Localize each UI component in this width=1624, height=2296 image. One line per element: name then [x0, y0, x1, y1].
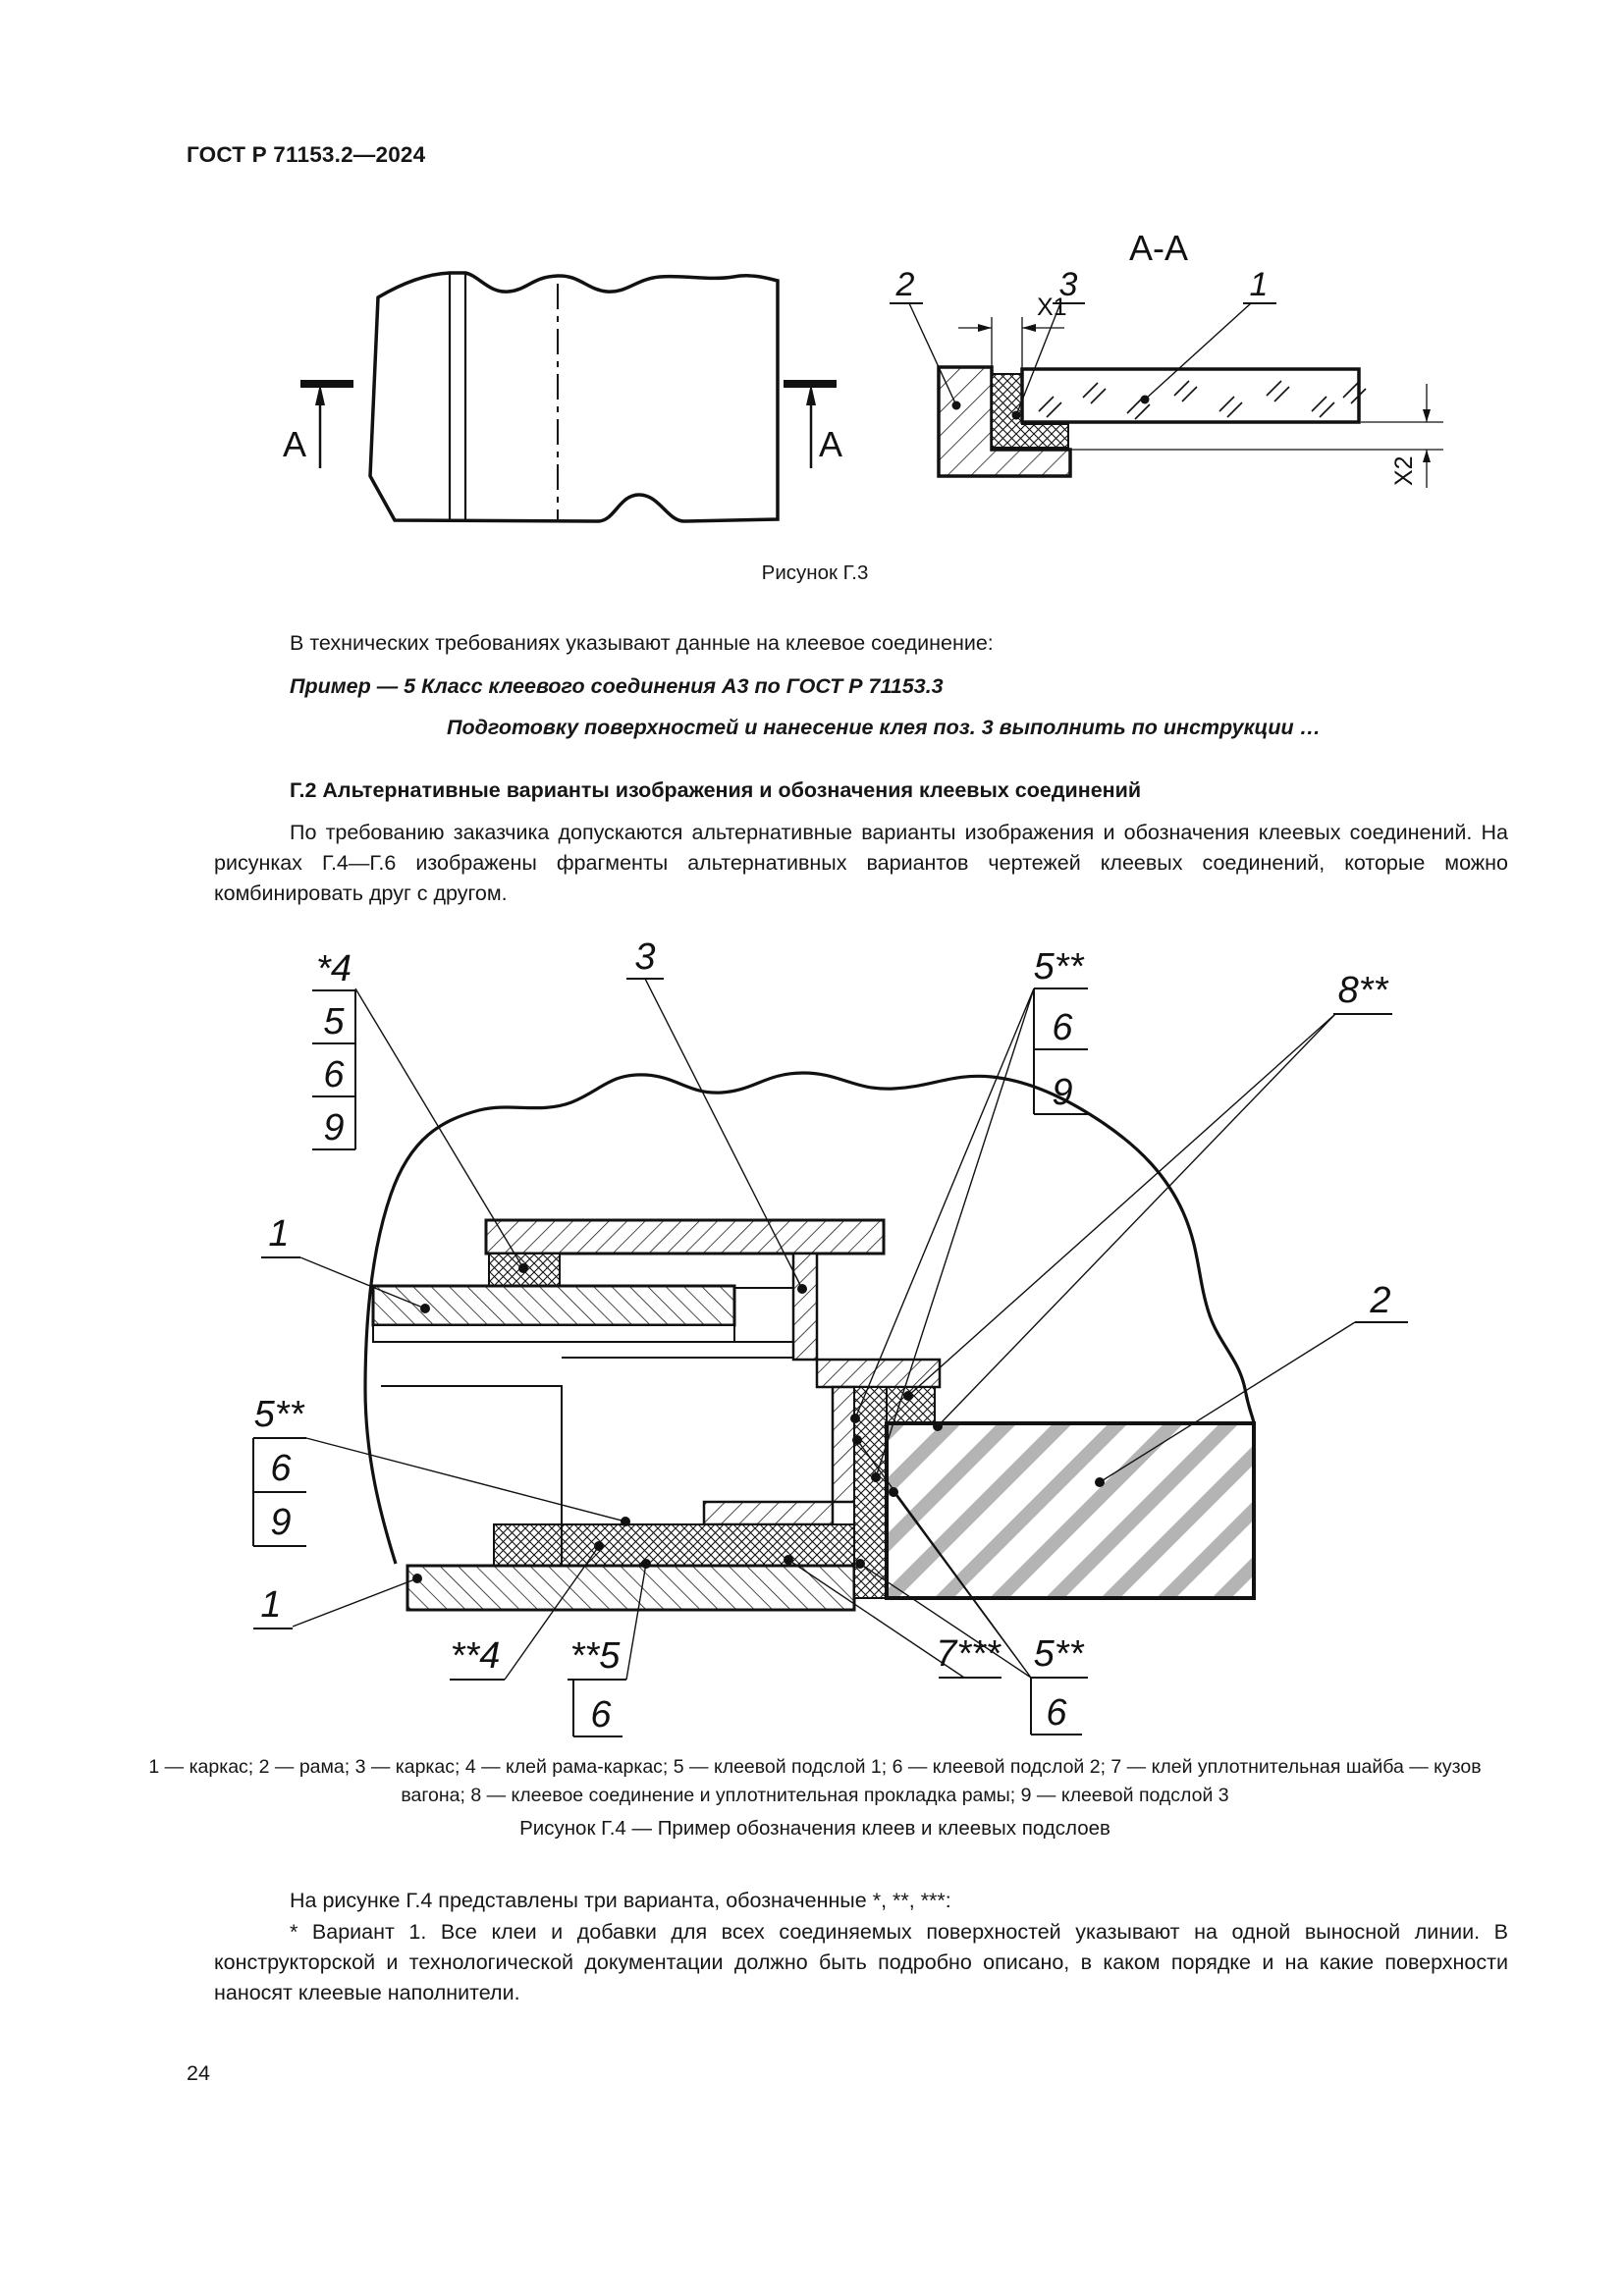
paragraph-1: По требованию заказчика допускаются альт…: [214, 821, 1508, 905]
g3-label-x1: X1: [1037, 294, 1067, 321]
page-header: ГОСТ Р 71153.2—2024: [187, 142, 426, 167]
g4-adhesive-7: [493, 1523, 855, 1567]
figure-g4-legend: 1 — каркас; 2 — рама; 3 — каркас; 4 — кл…: [148, 1756, 1482, 1806]
g4-label-6-top: 6: [1052, 1007, 1073, 1048]
g3-label-a-right: А: [819, 424, 842, 464]
g3-label-a-left: А: [283, 424, 306, 464]
g4-label-2: 2: [1369, 1280, 1390, 1321]
g4-label-9-mid: 9: [270, 1502, 291, 1543]
g3-glass-hatch-marks: [1038, 380, 1367, 420]
text-example-1: Пример — 5 Класс клеевого соединения А3 …: [290, 674, 944, 698]
paragraph-2: * Вариант 1. Все клеи и добавки для всех…: [214, 1920, 1508, 2004]
text-note: На рисунке Г.4 представлены три варианта…: [290, 1889, 951, 1912]
text-intro: В технических требованиях указывают данн…: [290, 631, 994, 655]
figure-g4-drawing: *4 5 6 9 3 5** 6 9 8** 1 5** 6 9 1 **4 *…: [252, 936, 1408, 1737]
g4-label-8ss: 8**: [1338, 970, 1389, 1011]
g4-label-7: 7***: [936, 1633, 1001, 1675]
g4-part1-bottom-bar: [406, 1564, 856, 1612]
g4-label-9: 9: [323, 1107, 344, 1148]
g3-label-3: 3: [1059, 266, 1078, 303]
g4-label-star4: *4: [316, 948, 352, 989]
g4-leader-dots: [412, 1263, 1105, 1583]
g4-label-lines: [252, 978, 1408, 1737]
g4-parts: [371, 1218, 1256, 1612]
g4-part1-top-bar: [371, 1284, 736, 1327]
g4-label-6: 6: [323, 1054, 345, 1095]
g3-label-2: 2: [895, 266, 915, 303]
g3-left-view: [368, 271, 780, 523]
g4-adhesive-4: [488, 1253, 561, 1287]
figure-g3-caption: Рисунок Г.3: [761, 561, 869, 584]
figure-g3-drawing: А А А-А: [283, 231, 1443, 523]
g3-label-x2: X2: [1390, 455, 1418, 486]
g3-section-view: [937, 365, 1367, 478]
g4-label-3: 3: [634, 936, 655, 978]
g4-break-outline: [363, 1071, 1256, 1565]
g4-label-ss4: **4: [451, 1635, 501, 1677]
g4-label-5ss-bottom: 5**: [1034, 1633, 1085, 1675]
g4-label-6-mid: 6: [270, 1448, 292, 1489]
g3-leaders: [890, 302, 1276, 416]
g3-part1-glass: [1020, 367, 1361, 424]
section-heading-g2: Г.2 Альтернативные варианты изображения …: [290, 778, 1142, 802]
g4-label-1-bottom: 1: [260, 1584, 281, 1626]
g4-label-1-top: 1: [268, 1213, 289, 1255]
g4-part2-frame: [885, 1421, 1256, 1600]
g3-label-1: 1: [1250, 266, 1269, 303]
figure-g4-caption: Рисунок Г.4 — Пример обозначения клеев и…: [519, 1817, 1110, 1840]
g3-dim-x1: [958, 317, 1064, 369]
g4-label-5ss-top: 5**: [1034, 946, 1085, 988]
g3-section-marks: А А: [283, 380, 842, 468]
g3-section-title: А-А: [1129, 231, 1188, 268]
g4-part3-plate: [484, 1218, 886, 1255]
g4-label-5ss-mid: 5**: [254, 1394, 305, 1435]
page-number: 24: [187, 2061, 210, 2085]
g4-label-9-top: 9: [1052, 1072, 1072, 1113]
g4-label-6-br: 6: [1046, 1692, 1067, 1734]
g4-leaders: [292, 978, 1356, 1681]
g4-label-5: 5: [323, 1001, 345, 1042]
g4-label-ss5: **5: [570, 1635, 622, 1677]
text-example-2: Подготовку поверхностей и нанесение клея…: [447, 716, 1322, 739]
g4-label-6-bl: 6: [590, 1694, 612, 1735]
